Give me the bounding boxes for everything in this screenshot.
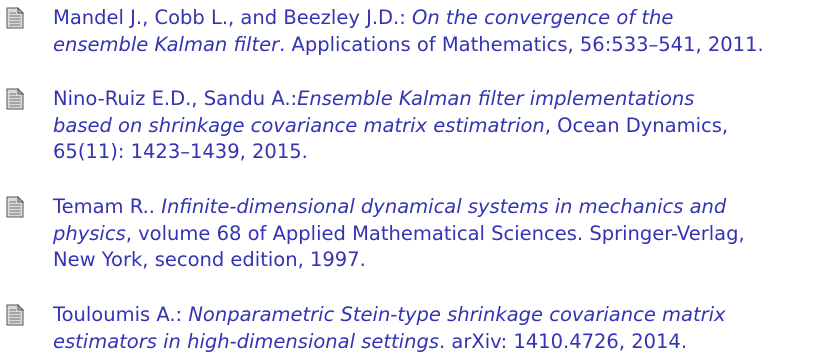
reference-title-segment: Ensemble Kalman filter implementations bbox=[297, 87, 695, 110]
document-icon bbox=[6, 88, 24, 110]
reference-line: Nino-Ruiz E.D., Sandu A.:Ensemble Kalman… bbox=[53, 86, 819, 113]
reference-title-segment: physics bbox=[53, 221, 126, 245]
reference-text: Touloumis A.: Nonparametric Stein-type s… bbox=[53, 302, 819, 355]
reference-segment: , volume 68 of Applied Mathematical Scie… bbox=[125, 221, 745, 245]
document-icon bbox=[6, 304, 24, 326]
reference-line: 65(11): 1423–1439, 2015. bbox=[53, 139, 819, 166]
reference-line: estimators in high-dimensional settings.… bbox=[53, 329, 819, 355]
reference-title-segment: ensemble Kalman filter bbox=[53, 32, 280, 56]
reference-segment: Nino-Ruiz E.D., Sandu A.: bbox=[53, 87, 298, 110]
reference-line: Touloumis A.: Nonparametric Stein-type s… bbox=[53, 302, 819, 329]
reference-segment: . arXiv: 1410.4726, 2014. bbox=[438, 329, 688, 353]
reference-segment: 65(11): 1423–1439, 2015. bbox=[53, 140, 308, 163]
reference-segment: , Ocean Dynamics, bbox=[544, 113, 729, 137]
reference-title-segment: Infinite-dimensional dynamical systems i… bbox=[161, 195, 727, 218]
reference-segment: Mandel J., Cobb L., and Beezley J.D.: bbox=[53, 6, 413, 29]
reference-title-segment: Nonparametric Stein-type shrinkage covar… bbox=[188, 303, 726, 326]
reference-segment: . Applications of Mathematics, 56:533–54… bbox=[279, 32, 764, 56]
reference-text: Temam R.. Infinite-dimensional dynamical… bbox=[53, 194, 819, 274]
reference-segment: New York, second edition, 1997. bbox=[53, 248, 366, 271]
reference-line: based on shrinkage covariance matrix est… bbox=[53, 113, 819, 140]
reference-line: ensemble Kalman filter. Applications of … bbox=[53, 32, 819, 59]
reference-text: Mandel J., Cobb L., and Beezley J.D.: On… bbox=[53, 5, 819, 58]
reference-title-segment: estimators in high-dimensional settings bbox=[53, 329, 439, 353]
reference-title-segment: based on shrinkage covariance matrix est… bbox=[53, 113, 545, 137]
document-icon bbox=[6, 7, 24, 29]
reference-line: Mandel J., Cobb L., and Beezley J.D.: On… bbox=[53, 5, 819, 32]
document-icon bbox=[6, 196, 24, 218]
reference-title-segment: On the convergence of the bbox=[412, 6, 674, 29]
reference-line: physics, volume 68 of Applied Mathematic… bbox=[53, 221, 819, 248]
reference-text: Nino-Ruiz E.D., Sandu A.:Ensemble Kalman… bbox=[53, 86, 819, 166]
reference-segment: Temam R.. bbox=[53, 195, 162, 218]
reference-segment: Touloumis A.: bbox=[53, 303, 189, 326]
reference-line: New York, second edition, 1997. bbox=[53, 247, 819, 274]
reference-line: Temam R.. Infinite-dimensional dynamical… bbox=[53, 194, 819, 221]
